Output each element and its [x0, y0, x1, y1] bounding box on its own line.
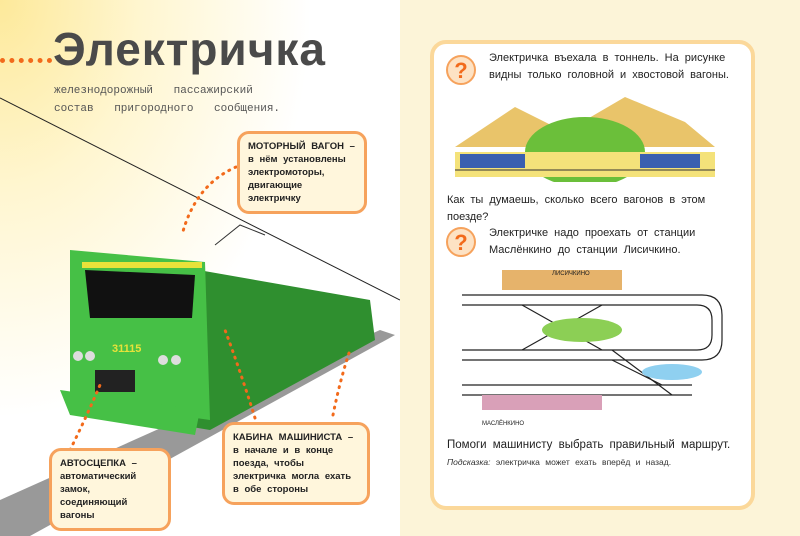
- question-icon: ?: [446, 55, 476, 85]
- callout-motor-car: МОТОРНЫЙ ВАГОН – в нём установлены элект…: [237, 131, 367, 214]
- station-bottom-label: МАСЛЁНКИНО: [482, 420, 524, 427]
- hint-text: электричка может ехать вперёд и назад.: [495, 457, 672, 467]
- callout-text: в начале и в конце поезда, чтобы электри…: [233, 445, 352, 495]
- head-car: [460, 154, 525, 168]
- pointer-motor: [180, 165, 238, 237]
- left-page: Электричка железнодорожный пассажирский …: [0, 0, 400, 536]
- callout-heading: АВТОСЦЕПКА –: [60, 458, 137, 469]
- station-top-label: ЛИСИЧКИНО: [552, 271, 590, 277]
- page-subtitle: железнодорожный пассажирский состав приг…: [54, 85, 281, 115]
- pointer-coupler: [68, 383, 102, 452]
- question-1: Электричка въехала в тоннель. На рисунке…: [489, 52, 729, 81]
- tunnel-illustration: [455, 97, 715, 182]
- tail-car: [640, 154, 700, 168]
- question-icon: ?: [446, 227, 476, 257]
- callout-driver-cabin: КАБИНА МАШИНИСТА – в начале и в конце по…: [222, 422, 370, 505]
- callout-heading: КАБИНА МАШИНИСТА –: [233, 432, 354, 443]
- instruction: Помоги машинисту выбрать правильный марш…: [447, 439, 731, 451]
- callout-text: в нём установлены электромоторы, двигающ…: [248, 154, 346, 204]
- route-maze: ЛИСИЧКИНО МАСЛЁНКИНО: [462, 270, 723, 427]
- page-title: Электричка: [53, 23, 327, 75]
- hint-label: Подсказка:: [447, 457, 491, 467]
- title-dots: [0, 58, 52, 63]
- train-number: 31115: [112, 343, 141, 355]
- pointer-cabin: [223, 328, 257, 420]
- callout-heading: МОТОРНЫЙ ВАГОН –: [248, 141, 355, 152]
- question-1-followup: Как ты думаешь, сколько всего вагонов в …: [447, 194, 706, 223]
- hint: Подсказка: электричка может ехать вперёд…: [447, 457, 671, 467]
- question-2: Электричке надо проехать от станции Масл…: [489, 227, 696, 256]
- callout-coupler: АВТОСЦЕПКА – автоматический замок, соеди…: [49, 448, 171, 531]
- callout-text: автоматический замок, соединяющий вагоны: [60, 471, 137, 521]
